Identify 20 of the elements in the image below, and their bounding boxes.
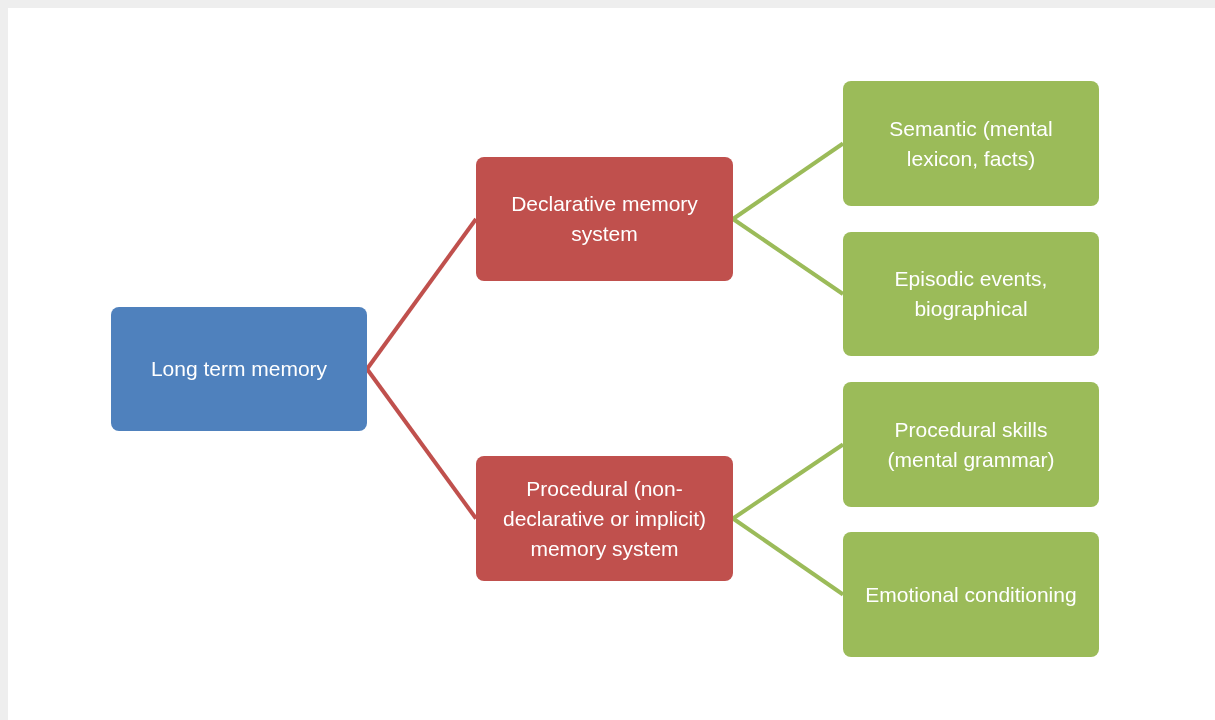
rounded-box [476, 157, 733, 281]
connector-line [365, 367, 478, 520]
box-label: Procedural skills (mental grammar) [886, 416, 1056, 473]
rounded-box [843, 532, 1099, 657]
box-label: Declarative memory system [510, 191, 699, 247]
box-label: Semantic (mental lexicon, facts) [888, 115, 1054, 172]
rounded-box [843, 81, 1099, 206]
box-label: Procedural (non-declarative or implicit) memory system [501, 475, 708, 562]
connector-line [731, 141, 845, 221]
box-label: Long term memory [150, 356, 328, 382]
box-label: Emotional conditioning [865, 581, 1077, 608]
rounded-box [843, 232, 1099, 356]
rounded-box [111, 307, 367, 431]
rounded-box [843, 382, 1099, 507]
connector-line [731, 442, 845, 521]
connector-line [731, 516, 845, 597]
box-label: Episodic events, biographical [893, 266, 1049, 322]
rounded-box [476, 456, 733, 581]
connector-line [731, 217, 845, 296]
connector-line [365, 217, 478, 371]
